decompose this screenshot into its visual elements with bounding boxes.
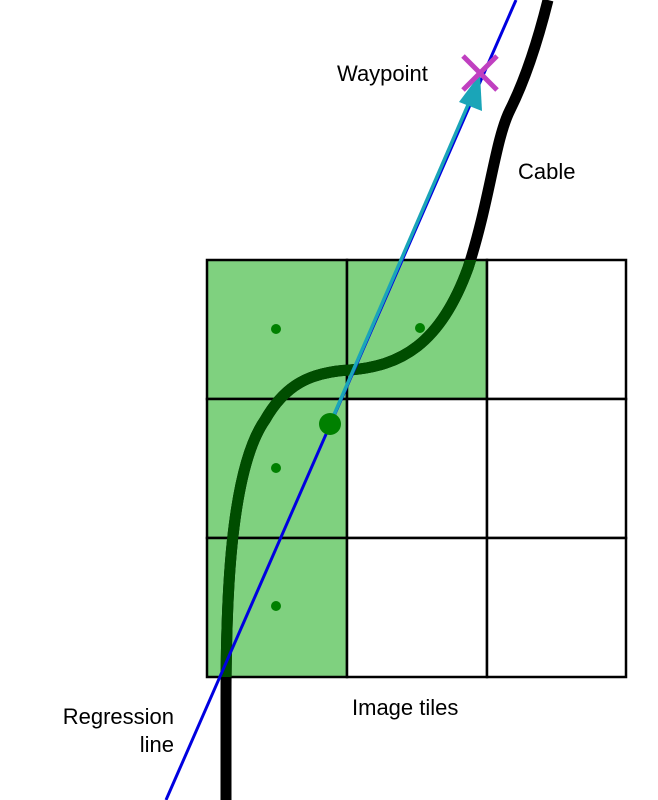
tile-centroid-dot: [271, 324, 281, 334]
tile-centroid-dot: [415, 323, 425, 333]
image-tiles-label: Image tiles: [352, 695, 458, 720]
waypoint-label: Waypoint: [337, 61, 428, 86]
cross-marker-icon: [461, 54, 499, 92]
direction-arrow-head: [459, 74, 482, 111]
centroid-dot-icon: [319, 413, 341, 435]
cable-label: Cable: [518, 159, 575, 184]
tile-r2-c1: [345, 536, 489, 679]
regression-line-label-line2: line: [140, 732, 174, 757]
tile-r1-c2: [485, 397, 628, 540]
tile-r2-c2: [485, 536, 628, 679]
direction-arrow-shaft: [328, 97, 473, 425]
tile-centroid-dot: [271, 463, 281, 473]
tile-r1-c1: [345, 397, 489, 540]
image-tiles-grid: [205, 258, 628, 679]
tile-r0-c2: [485, 258, 628, 401]
regression-line-label-line1: Regression: [63, 704, 174, 729]
cable-path-in-tiles: [220, 260, 487, 677]
tile-centroid-dot: [271, 601, 281, 611]
